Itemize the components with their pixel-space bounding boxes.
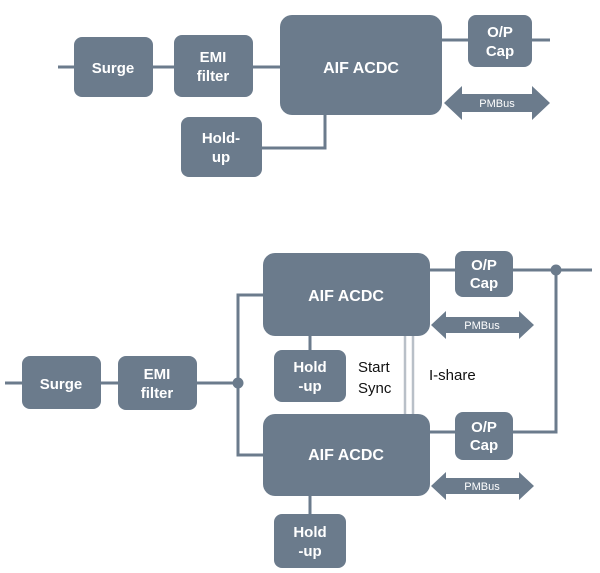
bottom-aif2-label: AIF ACDC (308, 447, 384, 464)
top-aif-acdc-label: AIF ACDC (323, 60, 399, 77)
top-aif-acdc-block: AIF ACDC (280, 15, 442, 115)
bottom-input-split-wire (236, 293, 263, 457)
bottom-holdup1-label-1: Hold (293, 359, 326, 376)
top-surge-label: Surge (92, 60, 135, 77)
bottom-cap1-label-1: O/P (471, 257, 497, 274)
bottom-output-node (550, 264, 562, 276)
bottom-surge-label: Surge (40, 376, 83, 393)
bottom-cap2-return-wire (513, 270, 558, 434)
start-sync-label-1: Start (358, 359, 391, 376)
bottom-holdup1-label-2: -up (298, 378, 321, 395)
bottom-holdup2-label-1: Hold (293, 524, 326, 541)
bottom-cap2-label-1: O/P (471, 419, 497, 436)
bottom-aif-acdc-block-1: AIF ACDC (263, 253, 430, 336)
top-holdup-label-2: up (212, 149, 230, 166)
top-pmbus-arrow: PMBus (444, 86, 550, 120)
i-share-label: I-share (429, 367, 476, 384)
bottom-emi-label-2: filter (141, 385, 174, 402)
top-pmbus-label: PMBus (479, 98, 515, 110)
single-psu-diagram: Surge EMI filter AIF ACDC O/P Cap PMBus … (58, 15, 550, 177)
top-op-cap-block: O/P Cap (468, 15, 532, 67)
top-cap-label-2: Cap (486, 43, 514, 60)
bottom-holdup-block-2: Hold -up (274, 514, 346, 568)
bottom-cap1-label-2: Cap (470, 275, 498, 292)
top-holdup-wire (262, 115, 327, 150)
redundant-psu-diagram: Surge EMI filter AIF ACDC AIF ACDC O/P C… (5, 251, 592, 568)
top-holdup-label-1: Hold- (202, 130, 240, 147)
bottom-emi-filter-block: EMI filter (118, 356, 197, 410)
bottom-cap2-label-2: Cap (470, 437, 498, 454)
bottom-aif-acdc-block-2: AIF ACDC (263, 414, 430, 496)
start-sync-label-2: Sync (358, 380, 392, 397)
bottom-emi-label-1: EMI (144, 366, 171, 383)
top-emi-label-1: EMI (200, 49, 227, 66)
top-cap-label-1: O/P (487, 24, 513, 41)
bottom-op-cap-block-1: O/P Cap (455, 251, 513, 297)
top-holdup-block: Hold- up (181, 117, 262, 177)
bottom-pmbus-arrow-2: PMBus (431, 472, 534, 500)
bottom-aif1-label: AIF ACDC (308, 288, 384, 305)
bottom-pmbus1-label: PMBus (464, 320, 500, 332)
bottom-pmbus2-label: PMBus (464, 481, 500, 493)
bottom-holdup2-label-2: -up (298, 543, 321, 560)
bottom-pmbus-arrow-1: PMBus (431, 311, 534, 339)
top-emi-label-2: filter (197, 68, 230, 85)
bottom-holdup-block-1: Hold -up (274, 350, 346, 402)
bottom-op-cap-block-2: O/P Cap (455, 412, 513, 460)
top-emi-filter-block: EMI filter (174, 35, 253, 97)
bottom-input-node (232, 377, 244, 389)
bottom-surge-block: Surge (22, 356, 101, 409)
top-surge-block: Surge (74, 37, 153, 97)
